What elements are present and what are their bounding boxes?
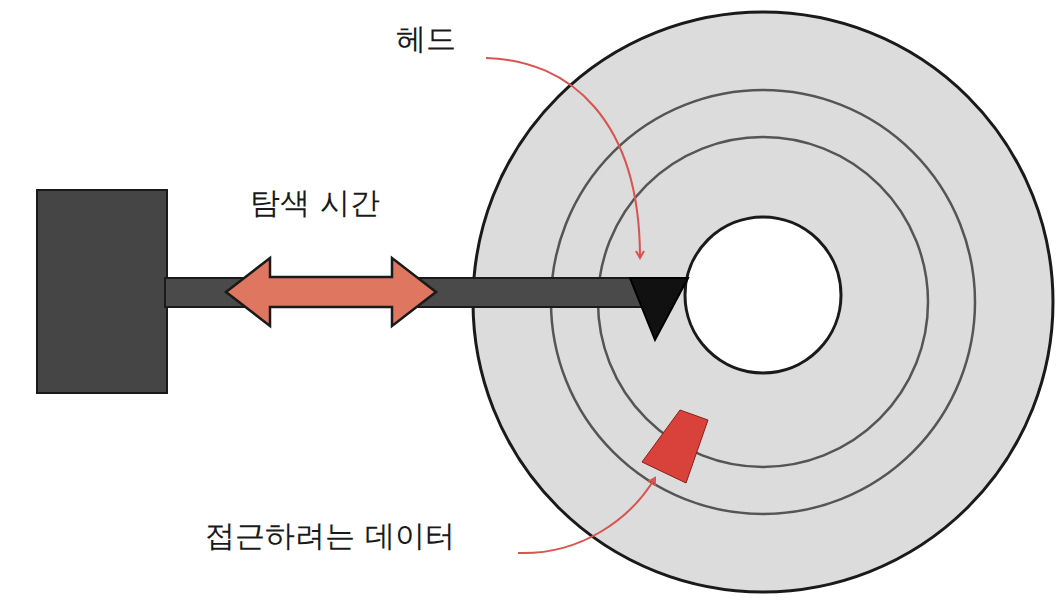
- spindle-hole: [685, 217, 841, 373]
- actuator: [37, 190, 167, 393]
- label: 탐색 시간: [250, 186, 380, 219]
- head: [630, 278, 688, 340]
- target-data-sector: [642, 410, 708, 483]
- label: 헤드: [396, 22, 456, 55]
- track: [598, 137, 928, 467]
- leader-line: [518, 478, 655, 553]
- label: 접근하려는 데이터: [205, 519, 455, 552]
- leader-line: [486, 58, 640, 258]
- seek-arrow: [226, 258, 436, 326]
